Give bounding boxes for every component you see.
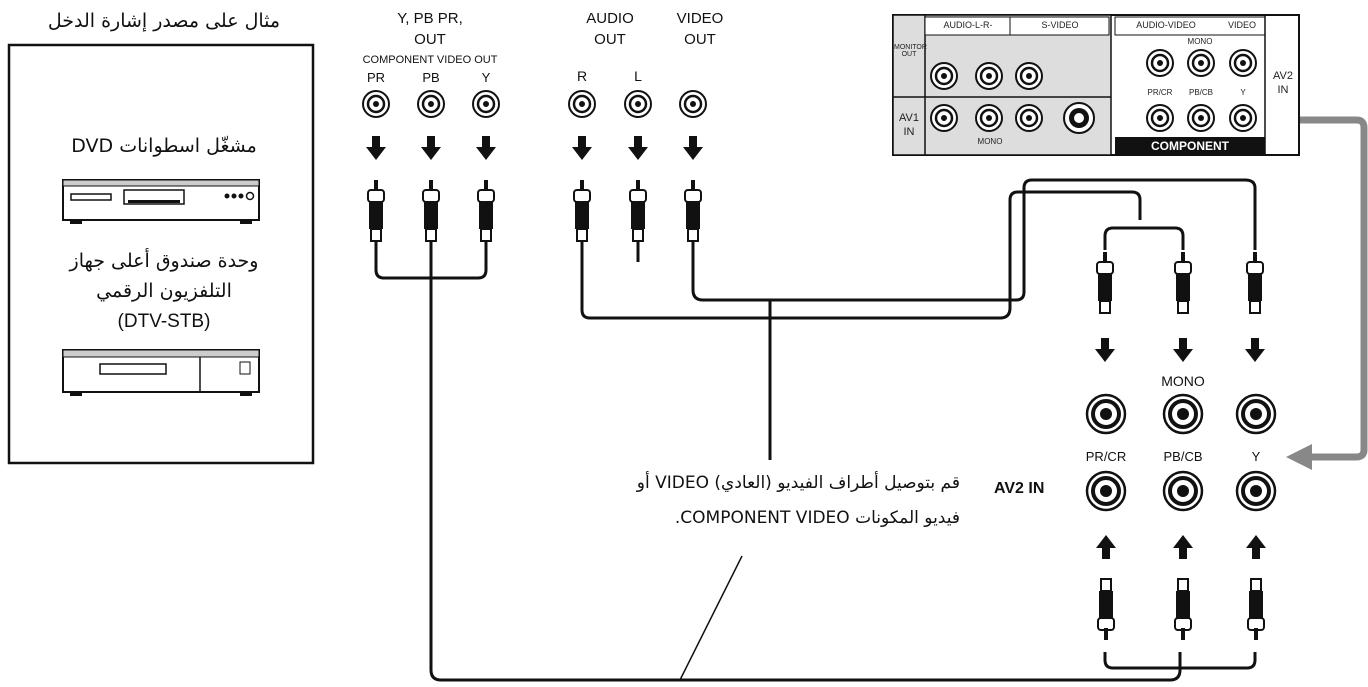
av2-mono-jack-2 [1162, 393, 1204, 435]
tv-svideo-label: S-VIDEO [1041, 20, 1079, 30]
av2-in-label: AV2 IN [994, 480, 1045, 497]
av2-y-label: Y [1251, 449, 1261, 464]
dvd-player-image [62, 179, 260, 224]
y-out-jack [471, 89, 501, 119]
dvd-label: مشغّل اسطوانات DVD [71, 135, 257, 157]
l-label: L [634, 68, 642, 84]
av2-y-jack [1235, 470, 1277, 512]
tv-av2-label: AV2 [1273, 70, 1293, 82]
plug-icon [684, 179, 702, 242]
note-line1: قم بتوصيل أطراف الفيديو (العادي) VIDEO أ… [636, 473, 960, 493]
plug-icon [1247, 578, 1265, 641]
cables [374, 178, 1257, 682]
plug-icon [1174, 251, 1192, 314]
tv-pr-cr-label: PR/CR [1147, 88, 1173, 97]
plug-icon [573, 179, 591, 242]
arrow-down-icon [683, 136, 703, 160]
arrow-up-icon [1096, 535, 1116, 559]
av2-mono-jack-1 [1085, 393, 1127, 435]
arrow-down-icon [628, 136, 648, 160]
tv-mono-label: MONO [977, 137, 1003, 146]
av2-pointer-arrow [1300, 116, 1368, 461]
tv-back-panel [892, 14, 1300, 156]
arrow-down-icon [1095, 338, 1115, 362]
stb-label-line3: (DTV-STB) [117, 311, 211, 332]
arrow-down-icon [1245, 338, 1265, 362]
tv-av1-label: AV1 [899, 112, 919, 124]
tv-pb-cb-label: PB/CB [1188, 88, 1213, 97]
stb-image [62, 349, 260, 396]
stb-label-line2: التلفزيون الرقمي [96, 280, 232, 302]
video-out-jack [678, 89, 708, 119]
plug-icon [1174, 578, 1192, 641]
tv-video-label: VIDEO [1227, 20, 1256, 30]
tv-audio-lr-label: AUDIO-L-R- [943, 20, 993, 30]
audio-r-out-jack [567, 89, 597, 119]
arrow-up-icon [1246, 535, 1266, 559]
pb-out-jack [416, 89, 446, 119]
pb-label: PB [422, 70, 440, 85]
av2-pr-jack [1085, 470, 1127, 512]
r-label: R [576, 68, 588, 84]
y-label: Y [481, 70, 491, 85]
arrow-down-icon [421, 136, 441, 160]
component-header-line2: OUT [414, 31, 446, 48]
tv-mono-right-label: MONO [1187, 37, 1213, 46]
component-header-line1: Y, PB PR, [397, 10, 463, 27]
plug-icon [629, 179, 647, 242]
pr-label: PR [366, 70, 386, 85]
source-panel-title: مثال على مصدر إشارة الدخل [47, 10, 281, 32]
tv-component-label: COMPONENT [1151, 139, 1229, 153]
av2-video-jack [1235, 393, 1277, 435]
plug-icon [1096, 251, 1114, 314]
tv-monitor-out-label: MONITOR OUT [894, 44, 927, 58]
component-title: COMPONENT VIDEO OUT [362, 54, 498, 66]
audio-label-line1: AUDIO [586, 10, 634, 27]
plug-icon [367, 179, 385, 242]
arrow-down-icon [366, 136, 386, 160]
pr-out-jack [361, 89, 391, 119]
audio-l-out-jack [623, 89, 653, 119]
arrow-up-icon [1173, 535, 1193, 559]
plug-icon [1246, 251, 1264, 314]
audio-label-line2: OUT [594, 31, 626, 48]
tv-audio-video-label: AUDIO-VIDEO [1136, 20, 1196, 30]
arrow-down-icon [476, 136, 496, 160]
note-line2: فيديو المكونات COMPONENT VIDEO. [674, 508, 960, 528]
tv-av1-in-label: IN [903, 126, 915, 138]
av2-pb-cb-label: PB/CB [1163, 449, 1203, 464]
arrow-down-icon [572, 136, 592, 160]
video-label-line1: VIDEO [676, 10, 724, 27]
tv-av2-in-label: IN [1277, 84, 1289, 96]
video-label-line2: OUT [684, 31, 716, 48]
stb-label-line1: وحدة صندوق أعلى جهاز [69, 250, 259, 272]
tv-y-label: Y [1240, 88, 1246, 97]
av2-pb-jack [1162, 470, 1204, 512]
av2-mono-label: MONO [1161, 373, 1205, 389]
source-panel-box [7, 43, 315, 465]
av2-pr-cr-label: PR/CR [1085, 449, 1127, 464]
arrow-down-icon [1173, 338, 1193, 362]
plug-icon [477, 179, 495, 242]
plug-icon [422, 179, 440, 242]
plug-icon [1097, 578, 1115, 641]
